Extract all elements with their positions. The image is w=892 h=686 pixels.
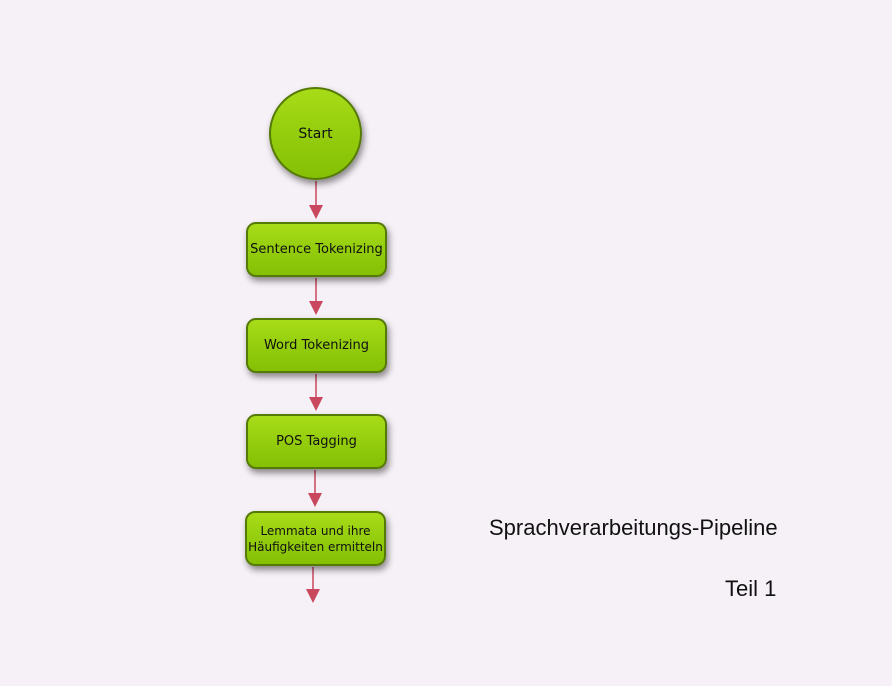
step-label: Sentence Tokenizing <box>250 242 383 257</box>
arrow-lemmata-out <box>306 567 320 603</box>
step-sentence-tokenizing: Sentence Tokenizing <box>246 222 387 277</box>
arrow-pos-to-lemmata <box>308 470 322 507</box>
step-word-tokenizing: Word Tokenizing <box>246 318 387 373</box>
step-label: Lemmata und ihre Häufigkeiten ermitteln <box>248 523 383 555</box>
step-lemmata: Lemmata und ihre Häufigkeiten ermitteln <box>245 511 386 566</box>
step-pos-tagging: POS Tagging <box>246 414 387 469</box>
step-label: POS Tagging <box>276 434 357 449</box>
start-node: Start <box>269 87 362 180</box>
start-label: Start <box>298 125 333 142</box>
pipeline-subtitle: Teil 1 <box>725 576 777 601</box>
pipeline-title: Sprachverarbeitungs-Pipeline <box>489 515 778 540</box>
arrow-word-to-pos <box>309 374 323 411</box>
step-label: Word Tokenizing <box>263 338 370 353</box>
arrow-sentence-to-word <box>309 278 323 315</box>
arrow-start-to-sentence <box>309 181 323 219</box>
step-label-line-1: Lemmata und ihre <box>260 523 371 538</box>
step-label-line-2: Häufigkeiten ermitteln <box>248 539 383 554</box>
